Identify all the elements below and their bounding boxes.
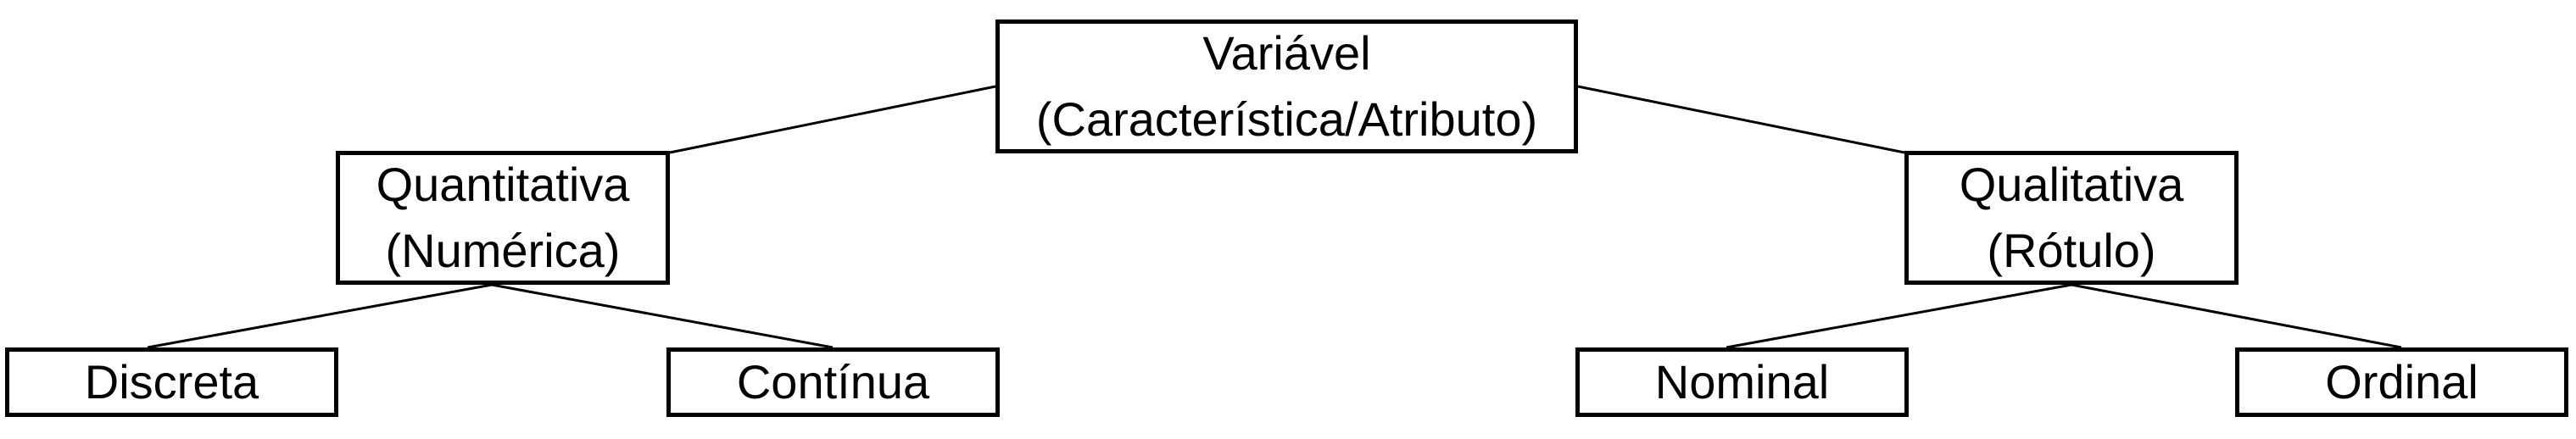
node-variable: Variável (Característica/Atributo): [995, 19, 1578, 153]
edge-qualitative-nominal: [1726, 283, 2072, 349]
edge-quantitative-continuous: [491, 283, 834, 349]
edge-quantitative-discrete: [147, 283, 493, 349]
node-discrete: Discreta: [5, 347, 338, 417]
node-nominal: Nominal: [1575, 347, 1909, 417]
node-qualitative-title: Qualitativa: [1959, 158, 2184, 211]
edge-qualitative-ordinal: [2071, 283, 2402, 349]
node-nominal-label: Nominal: [1654, 355, 1830, 408]
node-variable-title: Variável: [1202, 26, 1371, 80]
node-continuous: Contínua: [666, 347, 1000, 417]
node-variable-subtitle: (Característica/Atributo): [1035, 92, 1538, 146]
node-qualitative-subtitle: (Rótulo): [1987, 224, 2156, 277]
edge-root-quantitative: [669, 85, 996, 154]
node-ordinal-label: Ordinal: [2325, 355, 2478, 408]
node-quantitative: Quantitativa (Numérica): [336, 151, 670, 285]
edge-root-qualitative: [1577, 85, 1905, 154]
node-quantitative-subtitle: (Numérica): [385, 224, 621, 277]
node-continuous-label: Contínua: [736, 355, 930, 408]
node-qualitative: Qualitativa (Rótulo): [1904, 151, 2239, 285]
node-quantitative-title: Quantitativa: [376, 158, 630, 211]
node-ordinal: Ordinal: [2235, 347, 2568, 417]
node-discrete-label: Discreta: [84, 355, 259, 408]
